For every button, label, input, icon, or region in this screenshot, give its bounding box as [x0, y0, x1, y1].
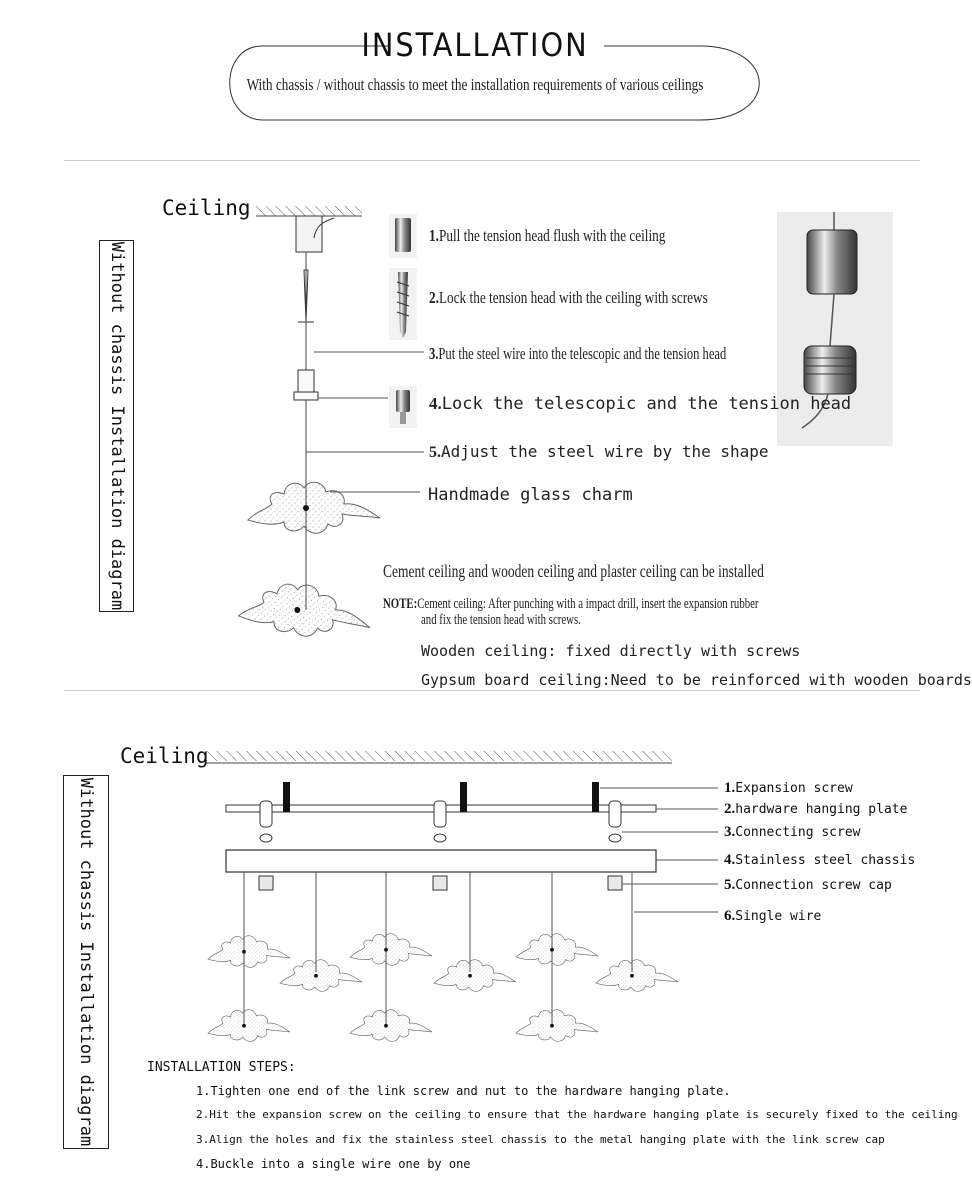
note-line-1: NOTE:Cement ceiling: After punching with…	[383, 596, 759, 613]
ceiling-types-text: Cement ceiling and wooden ceiling and pl…	[383, 561, 764, 581]
step-5: 5.Adjust the steel wire by the shape	[429, 442, 769, 462]
install-step-4: 4.Buckle into a single wire one by one	[196, 1157, 471, 1171]
step-1-num: 1.	[429, 226, 439, 245]
note-line-2: and fix the tension head with screws.	[421, 612, 581, 628]
part-3-num: 3.	[724, 824, 736, 840]
step-4: 4.Lock the telescopic and the tension he…	[429, 394, 851, 414]
part-1-text: Expansion screw	[735, 781, 853, 796]
part-3-text: Connecting screw	[735, 825, 861, 840]
page-subtitle: With chassis / without chassis to meet t…	[246, 75, 704, 94]
step-5-num: 5.	[429, 444, 441, 461]
step-3-text: Put the steel wire into the telescopic a…	[438, 344, 727, 363]
tension-head-photo	[389, 214, 417, 258]
tension-head	[295, 215, 323, 253]
side-label-box-1: Without chassis Installation diagram	[99, 240, 134, 612]
installation-diagram-art	[206, 45, 893, 1042]
part-6-num: 6.	[724, 908, 736, 924]
gypsum-ceiling-text: Gypsum board ceiling:Need to be reinforc…	[421, 671, 972, 689]
part-4-num: 4.	[724, 852, 736, 868]
ceiling-label-1: Ceiling	[162, 196, 251, 220]
header-frame	[229, 45, 760, 121]
part-1: 1.Expansion screw	[724, 780, 853, 797]
step-5-text: Adjust the steel wire by the shape	[441, 442, 769, 461]
note-label: NOTE:	[383, 596, 418, 612]
step-4-num: 4.	[429, 394, 442, 413]
part-1-num: 1.	[724, 780, 736, 796]
telescopic-photo	[389, 386, 417, 428]
part-5-num: 5.	[724, 877, 736, 893]
charm-label: Handmade glass charm	[428, 485, 633, 505]
part-5: 5.Connection screw cap	[724, 877, 892, 894]
part-2-num: 2.	[724, 801, 736, 817]
step-4-text: Lock the telescopic and the tension head	[441, 394, 852, 414]
separator-top	[64, 160, 920, 161]
install-step-2: 2.Hit the expansion screw on the ceiling…	[196, 1108, 958, 1121]
ceiling-hatch-2	[206, 751, 672, 761]
step-2: 2.Lock the tension head with the ceiling…	[429, 288, 708, 308]
note-text-1: Cement ceiling: After punching with a im…	[417, 596, 759, 612]
part-4-text: Stainless steel chassis	[735, 853, 916, 868]
install-step-3: 3.Align the holes and fix the stainless …	[196, 1133, 885, 1146]
side-label-2: Without chassis Installation diagram	[76, 777, 96, 1147]
side-label-box-2: Without chassis Installation diagram	[63, 775, 109, 1149]
wooden-ceiling-text: Wooden ceiling: fixed directly with scre…	[421, 642, 801, 660]
step-1: 1.Pull the tension head flush with the c…	[429, 226, 665, 246]
installation-steps-title: INSTALLATION STEPS:	[147, 1060, 296, 1075]
stainless-chassis	[225, 849, 657, 873]
part-3: 3.Connecting screw	[724, 824, 860, 841]
part-2: 2.hardware hanging plate	[724, 801, 907, 818]
ceiling-hatch-1	[256, 206, 362, 216]
step-3-num: 3.	[429, 344, 439, 363]
telescopic-head	[297, 369, 315, 393]
ceiling-label-2: Ceiling	[120, 744, 209, 768]
step-2-num: 2.	[429, 288, 439, 307]
page-title: INSTALLATION	[361, 26, 589, 64]
product-photo	[777, 212, 893, 446]
separator-middle	[64, 690, 920, 691]
part-2-text: hardware hanging plate	[735, 802, 908, 817]
part-4: 4.Stainless steel chassis	[724, 852, 915, 869]
step-3: 3.Put the steel wire into the telescopic…	[429, 344, 726, 364]
part-6: 6.Single wire	[724, 908, 821, 925]
part-6-text: Single wire	[735, 909, 822, 924]
install-step-1: 1.Tighten one end of the link screw and …	[196, 1084, 731, 1098]
step-2-text: Lock the tension head with the ceiling w…	[438, 288, 708, 307]
screw-photo	[389, 268, 417, 340]
side-label-1: Without chassis Installation diagram	[106, 241, 127, 611]
step-1-text: Pull the tension head flush with the cei…	[438, 226, 666, 245]
part-5-text: Connection screw cap	[735, 878, 892, 893]
